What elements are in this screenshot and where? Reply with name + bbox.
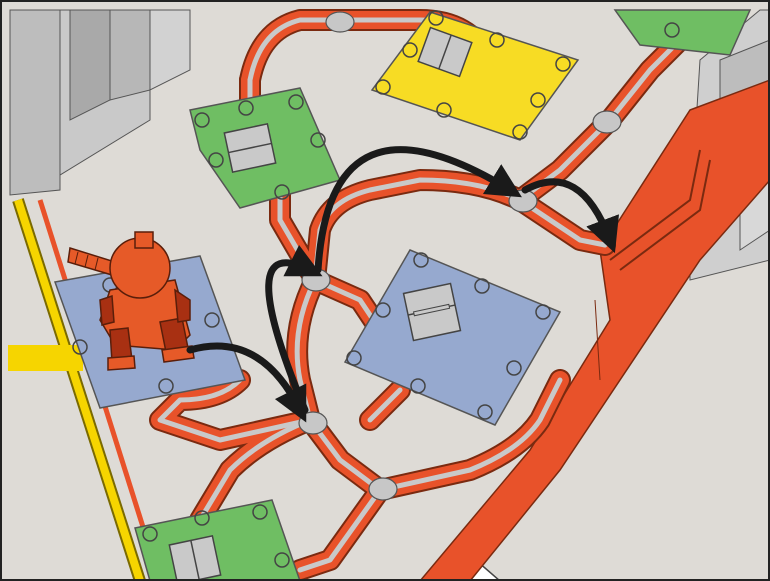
pad-green-top-right[interactable]: [613, 9, 752, 56]
junction-upper: [508, 189, 538, 213]
buildings-left: [9, 9, 191, 196]
move-arrows: [186, 146, 620, 423]
move-arrow-4: [521, 178, 620, 254]
junction-top: [325, 11, 355, 33]
junction-right-upper: [592, 110, 622, 134]
pad-yellow-top[interactable]: [370, 10, 580, 141]
right-track-band: [419, 79, 770, 581]
junction-lower: [298, 411, 328, 435]
pad-blue-center[interactable]: [343, 249, 562, 426]
move-arrow-1: [186, 342, 307, 423]
move-arrow-3: [314, 146, 522, 274]
pad-green-bottom[interactable]: [134, 499, 301, 581]
robot-player-piece[interactable]: [67, 231, 195, 371]
junction-bottom: [368, 477, 398, 501]
pad-green-top-left[interactable]: [189, 87, 342, 209]
move-arrow-2: [265, 244, 323, 414]
